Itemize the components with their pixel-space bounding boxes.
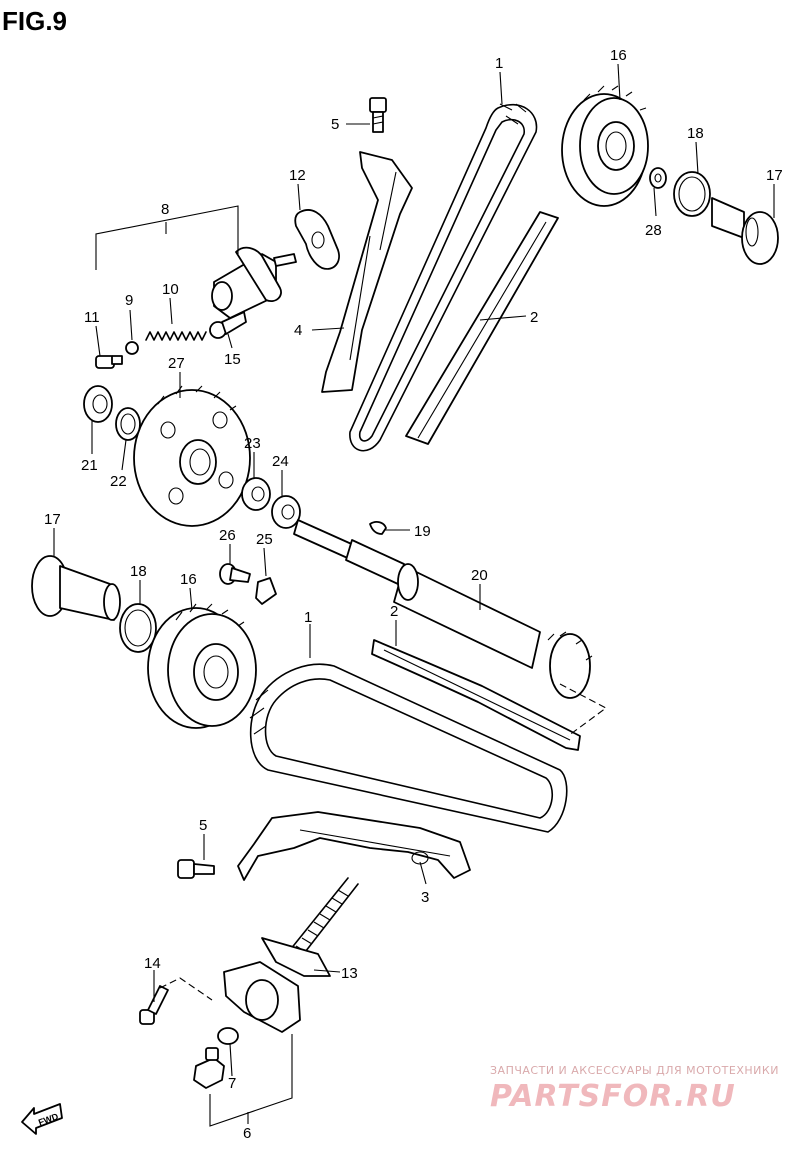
spring-10	[145, 331, 207, 341]
callout-5-top: 5	[331, 116, 339, 133]
o-ring-18-top	[673, 171, 711, 217]
callout-3: 3	[421, 889, 429, 906]
seal-21	[83, 385, 113, 423]
washer-28	[649, 167, 667, 189]
sprocket-27	[133, 385, 251, 527]
callout-21: 21	[81, 457, 98, 474]
chain-guide-upper	[405, 211, 559, 445]
leader-lines	[53, 63, 775, 1124]
callout-26: 26	[219, 527, 236, 544]
bearing-23	[241, 477, 271, 511]
callout-12: 12	[289, 167, 306, 184]
callout-18-top: 18	[687, 125, 704, 142]
o-ring-18-left	[119, 603, 157, 653]
bolt-11	[95, 355, 123, 369]
callout-17-top: 17	[766, 167, 783, 184]
callout-10: 10	[162, 281, 179, 298]
tensioner-8	[211, 246, 297, 319]
tensioner-guide-upper	[321, 151, 413, 393]
tensioner-guide-lower	[237, 811, 471, 881]
callout-5-lower: 5	[199, 817, 207, 834]
callout-4: 4	[294, 322, 302, 339]
callout-8: 8	[161, 201, 169, 218]
cam-sprocket-left	[147, 603, 257, 729]
bracket-6	[209, 1034, 293, 1127]
watermark-tagline: ЗАПЧАСТИ И АКСЕССУАРЫ ДЛЯ МОТОТЕХНИКИ	[490, 1064, 779, 1077]
bolt-5-lower	[177, 859, 215, 879]
cam-sprocket-top	[561, 85, 649, 207]
plug-6	[193, 1047, 225, 1089]
cam-chain-upper	[349, 103, 538, 452]
callout-16-top: 16	[610, 47, 627, 64]
fwd-arrow-icon: FWD	[21, 1103, 63, 1135]
cam-chain-lower	[249, 663, 568, 833]
figure-title: FIG.9	[2, 6, 67, 36]
callout-2-lower: 2	[390, 603, 398, 620]
gasket-12	[294, 209, 340, 270]
callout-25: 25	[256, 531, 273, 548]
bolt-26	[219, 563, 251, 585]
callout-11: 11	[84, 309, 100, 326]
callout-28: 28	[645, 222, 662, 239]
callout-7: 7	[228, 1075, 236, 1092]
bolt-5-top	[369, 97, 387, 133]
callout-1-top: 1	[495, 55, 503, 72]
callout-19: 19	[414, 523, 431, 540]
callout-labels: 1 16 5 18 17 12 8 28 2 4 11 9 10 15 27 2…	[44, 47, 783, 1142]
gasket-7	[217, 1027, 239, 1045]
shaft-20	[293, 519, 593, 699]
callout-24: 24	[272, 453, 289, 470]
callout-9: 9	[125, 292, 133, 309]
callout-1-lower: 1	[304, 609, 312, 626]
callout-23: 23	[244, 435, 261, 452]
watermark: ЗАПЧАСТИ И АКСЕССУАРЫ ДЛЯ МОТОТЕХНИКИ PA…	[490, 1064, 779, 1114]
bearing-24	[271, 495, 301, 529]
callout-17-left: 17	[44, 511, 61, 528]
callout-22: 22	[110, 473, 127, 490]
callout-15: 15	[224, 351, 241, 368]
ring-22	[115, 407, 141, 441]
callout-20: 20	[471, 567, 488, 584]
callout-14: 14	[144, 955, 161, 972]
lock-washer-25	[255, 577, 277, 605]
callout-6: 6	[243, 1125, 251, 1142]
dashed-alignment-line	[559, 683, 608, 737]
bracket-8	[95, 205, 239, 270]
bolt-14	[139, 985, 169, 1025]
bolt-15	[209, 311, 247, 339]
plug-17-left	[31, 555, 121, 621]
callout-2-top: 2	[530, 309, 538, 326]
plug-17-top	[711, 197, 779, 265]
dashed-line-14	[159, 977, 213, 1001]
tensioner-adjuster-13	[223, 877, 359, 1033]
key-19	[369, 521, 387, 535]
washer-9	[125, 341, 139, 355]
watermark-brand: PARTSFOR.RU	[490, 1079, 736, 1114]
callout-16-left: 16	[180, 571, 197, 588]
callout-27: 27	[168, 355, 185, 372]
chain-guide-lower	[371, 639, 581, 751]
callout-18-left: 18	[130, 563, 147, 580]
callout-13: 13	[341, 965, 358, 982]
